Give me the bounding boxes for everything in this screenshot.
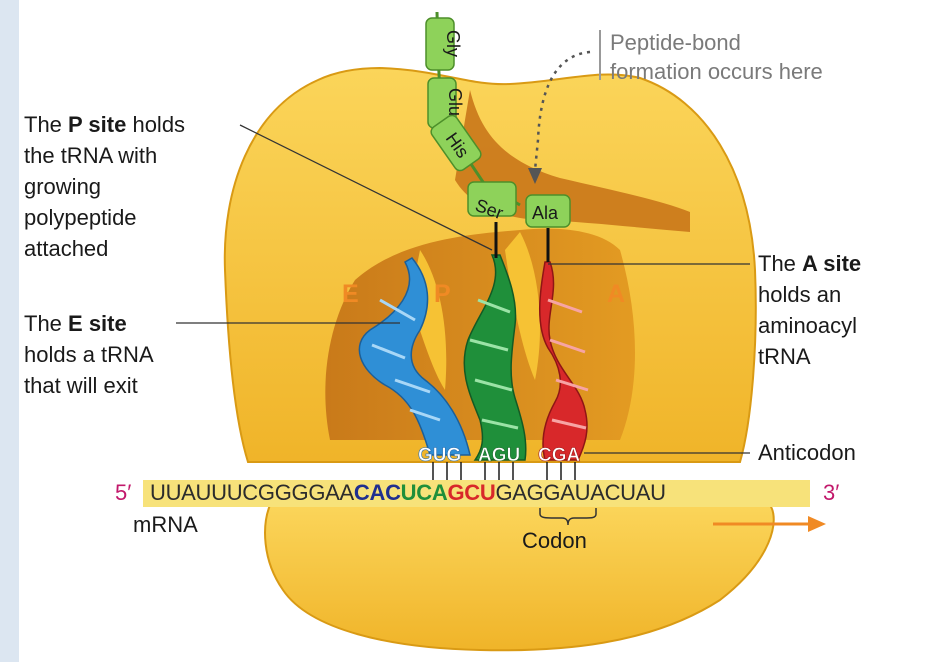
p-site-line-1: the tRNA with (24, 141, 157, 170)
codon-label: Codon (522, 526, 587, 555)
a-site-label: The A site (758, 249, 861, 278)
anticodon-agu: AGU (478, 445, 520, 466)
mrna-seq-post: GAGGAUACUAU (495, 480, 665, 505)
five-prime-label: 5′ (115, 478, 131, 507)
mrna-sequence: UUAUUUCGGGGAACACUCAGCUGAGGAUACUAU (150, 478, 666, 507)
p-site-line-2: growing (24, 172, 101, 201)
e-site-label: The E site (24, 309, 127, 338)
p-site-line-4: attached (24, 234, 108, 263)
amino-acid-label-gly: Gly (443, 30, 463, 57)
site-letter-p: P (434, 280, 451, 308)
e-site-line-1: holds a tRNA (24, 340, 154, 369)
e-site-line-2: that will exit (24, 371, 138, 400)
mrna-codon-gcu: GCU (447, 480, 495, 505)
site-letter-a: A (607, 280, 625, 308)
anticodon-cga: CGA (538, 445, 581, 466)
small-subunit (265, 505, 774, 650)
three-prime-label: 3′ (823, 478, 839, 507)
site-letter-e: E (342, 280, 359, 308)
mrna-seq-pre: UUAUUUCGGGGAA (150, 480, 354, 505)
amino-acid-label-ala: Ala (532, 203, 559, 223)
peptide-note-line-1: Peptide-bond (610, 28, 741, 57)
peptide-note-line-2: formation occurs here (610, 57, 823, 86)
mrna-label: mRNA (133, 510, 198, 539)
a-site-line-3: tRNA (758, 342, 811, 371)
a-site-line-1: holds an (758, 280, 841, 309)
mrna-codon-cac: CAC (354, 480, 401, 505)
p-site-line-3: polypeptide (24, 203, 137, 232)
amino-acid-label-glu: Glu (445, 88, 465, 116)
anticodon-label: Anticodon (758, 438, 856, 467)
anticodon-gug: GUG (418, 445, 461, 466)
p-site-label: The P site holds (24, 110, 185, 139)
mrna-codon-uca: UCA (401, 480, 448, 505)
a-site-line-2: aminoacyl (758, 311, 857, 340)
direction-arrowhead (808, 516, 826, 532)
